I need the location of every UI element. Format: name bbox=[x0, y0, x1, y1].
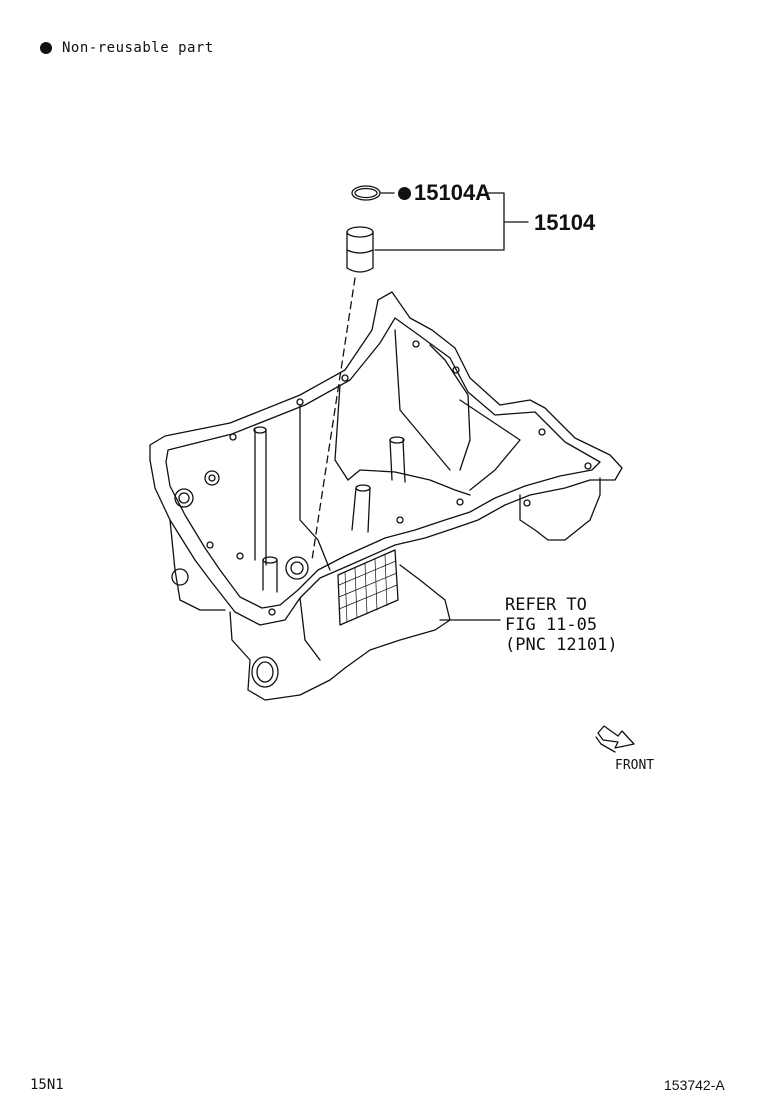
non-reusable-dot-icon bbox=[398, 186, 411, 200]
reference-line-3: (PNC 12101) bbox=[505, 635, 618, 655]
footer-code-left: 15N1 bbox=[30, 1077, 64, 1093]
cap-part bbox=[346, 226, 374, 273]
non-reusable-dot-icon bbox=[40, 42, 52, 54]
front-label: FRONT bbox=[615, 758, 655, 773]
reference-note[interactable]: REFER TO FIG 11-05 (PNC 12101) bbox=[505, 595, 618, 655]
o-ring-part bbox=[351, 185, 381, 201]
reference-line-2: FIG 11-05 bbox=[505, 615, 598, 635]
front-arrow-icon bbox=[595, 725, 635, 753]
reference-line-1: REFER TO bbox=[505, 595, 587, 615]
legend-text: Non-reusable part bbox=[62, 40, 214, 56]
callout-assembly[interactable]: 15104 bbox=[534, 210, 596, 235]
callout-seal[interactable]: 15104A bbox=[398, 180, 491, 206]
footer-code-right: 153742-A bbox=[664, 1077, 725, 1093]
oil-pan-body bbox=[149, 291, 623, 701]
legend: Non-reusable part bbox=[40, 40, 214, 56]
callout-seal-number: 15104A bbox=[414, 180, 492, 205]
